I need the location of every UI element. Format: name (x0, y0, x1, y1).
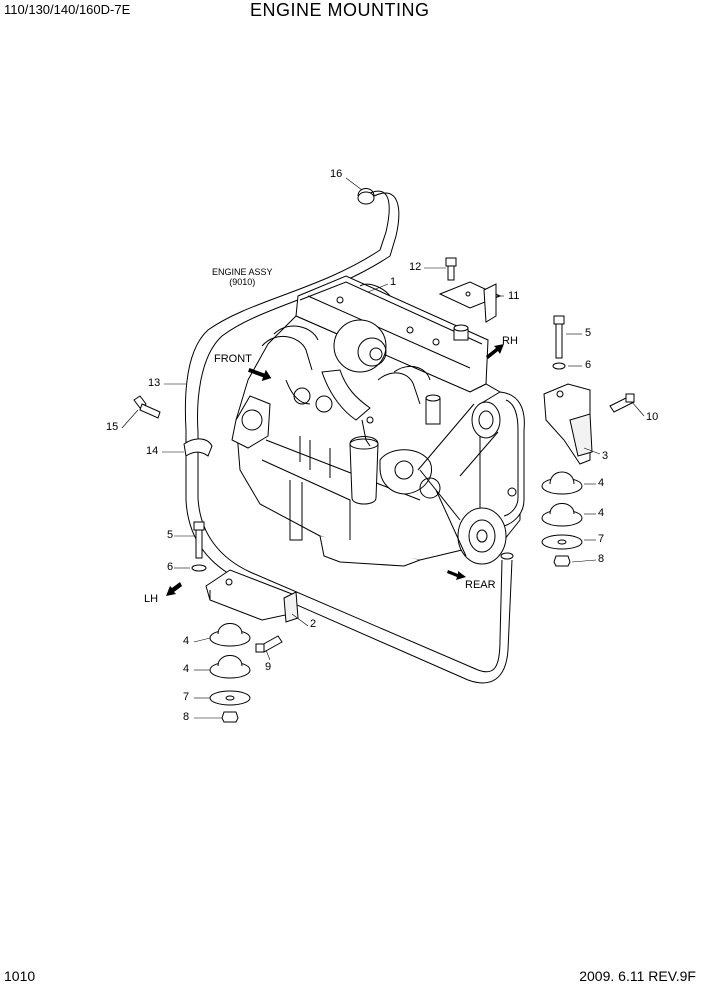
callout-12: 12 (409, 261, 422, 273)
callout-5-lh: 5 (167, 529, 174, 541)
callout-6-rh: 6 (585, 359, 592, 371)
direction-rh: RH (502, 335, 518, 347)
direction-lh: LH (144, 593, 159, 605)
direction-front: FRONT (214, 353, 252, 365)
callout-16: 16 (330, 168, 343, 180)
callout-7-rh: 7 (598, 533, 605, 545)
callout-15: 15 (106, 421, 119, 433)
callout-4-lh-upper: 4 (183, 635, 190, 647)
callout-9: 9 (265, 661, 272, 673)
bracket-11 (438, 281, 502, 323)
callout-4-rh-lower: 4 (598, 507, 605, 519)
engine-block (231, 275, 525, 567)
callout-11: 11 (508, 290, 520, 302)
callout-8-rh: 8 (598, 553, 605, 565)
callout-10: 10 (646, 411, 659, 423)
callout-5-rh: 5 (585, 327, 592, 339)
callout-13: 13 (148, 377, 161, 389)
callout-3: 3 (602, 450, 609, 462)
callout-4-rh-upper: 4 (598, 477, 605, 489)
callout-6-lh: 6 (167, 561, 174, 573)
engine-assy-code: (9010) (229, 277, 256, 287)
page-title: ENGINE MOUNTING (250, 0, 430, 20)
fasteners (133, 257, 635, 653)
date-revision: 2009. 6.11 REV.9F (579, 968, 696, 984)
hose (184, 188, 514, 684)
engine-bracket-lh (205, 569, 299, 623)
callout-4-lh-lower: 4 (183, 663, 190, 675)
page-number: 1010 (4, 968, 36, 984)
callout-14: 14 (146, 445, 159, 457)
engine-assy-text: ENGINE ASSY (212, 267, 273, 277)
direction-rear: REAR (465, 579, 496, 591)
callout-7-lh: 7 (183, 691, 190, 703)
rubber-mounts-lh (209, 623, 251, 723)
engine-bracket-rh (543, 383, 593, 465)
callout-8-lh: 8 (183, 711, 190, 723)
callout-2: 2 (310, 618, 317, 630)
leader-lines (121, 177, 645, 719)
hose-clamp (183, 438, 213, 457)
model-number: 110/130/140/160D-7E (4, 2, 131, 17)
engine-assy-label: ENGINE ASSY (9010) (212, 268, 273, 287)
rubber-mounts-rh (541, 471, 583, 567)
callout-1: 1 (390, 276, 397, 288)
direction-arrows (166, 344, 504, 596)
